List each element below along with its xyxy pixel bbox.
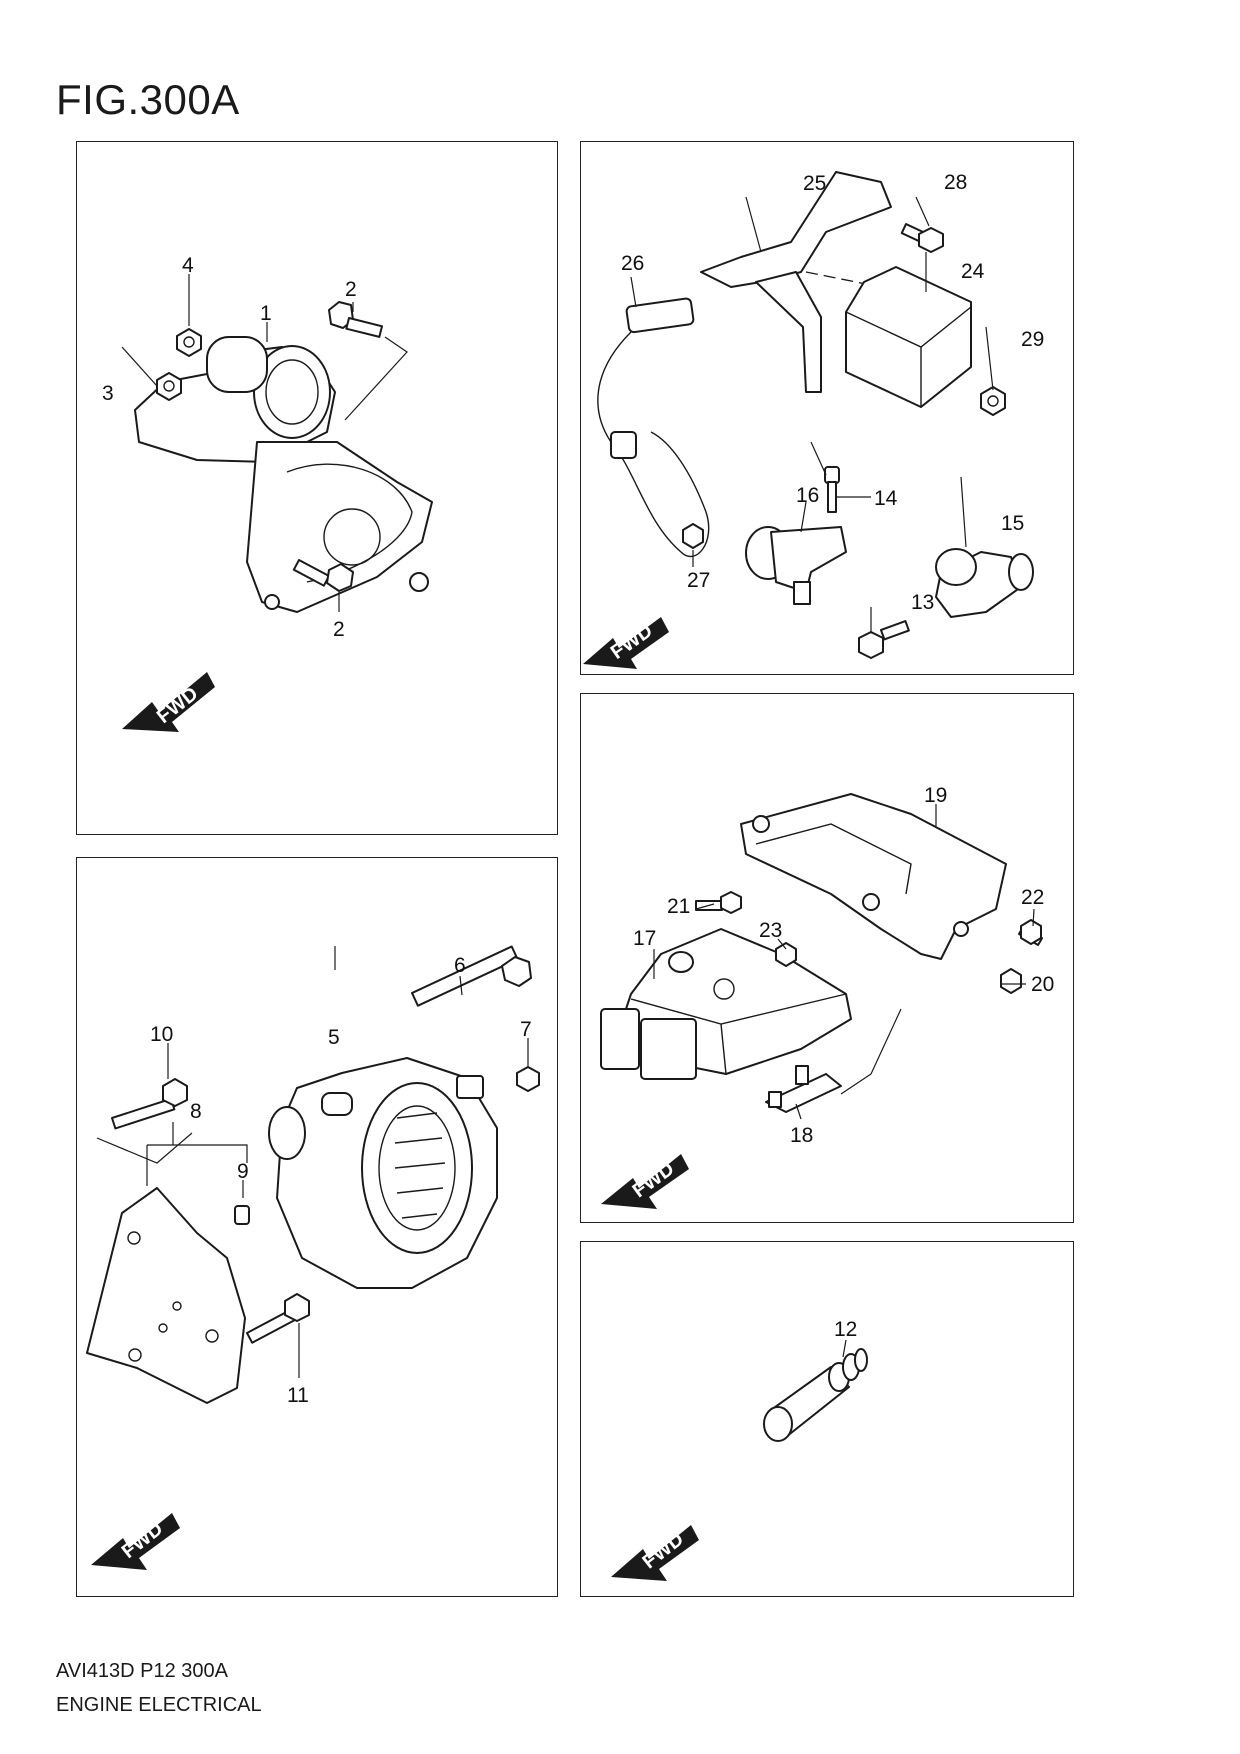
nut-27[interactable] bbox=[682, 523, 704, 549]
callout-23: 23 bbox=[759, 919, 782, 942]
ecm-bracket-18[interactable] bbox=[765, 1065, 842, 1113]
footer-code: AVI413D P12 300A bbox=[56, 1660, 228, 1682]
sensors-drawing: 25 28 26 24 29 16 14 15 27 13 FWD bbox=[583, 171, 1044, 669]
nut-23[interactable] bbox=[775, 942, 797, 967]
bracket-8[interactable] bbox=[86, 1187, 246, 1404]
bolt-28[interactable] bbox=[900, 223, 944, 253]
callout-16: 16 bbox=[796, 484, 819, 507]
callout-19: 19 bbox=[924, 784, 947, 807]
callout-29: 29 bbox=[1021, 328, 1044, 351]
bolt-11[interactable] bbox=[245, 1293, 310, 1344]
dowel-pin-9[interactable] bbox=[234, 1205, 250, 1225]
footer-caption: ENGINE ELECTRICAL bbox=[56, 1694, 262, 1716]
switch-12[interactable] bbox=[763, 1348, 868, 1442]
callout-24: 24 bbox=[961, 260, 985, 283]
nut-20[interactable] bbox=[1000, 968, 1022, 994]
harness-26[interactable] bbox=[597, 297, 710, 558]
callout-14: 14 bbox=[874, 487, 898, 510]
alternator-drawing: 6 5 7 10 8 9 11 FWD bbox=[86, 945, 540, 1570]
alternator-5[interactable] bbox=[268, 1057, 498, 1289]
callout-11: 11 bbox=[287, 1384, 309, 1407]
callout-5: 5 bbox=[328, 1026, 340, 1049]
callout-9: 9 bbox=[237, 1160, 249, 1183]
bracket-25[interactable] bbox=[700, 171, 892, 393]
relay-box-24[interactable] bbox=[845, 266, 972, 408]
callout-2-lower: 2 bbox=[333, 618, 345, 641]
callout-4: 4 bbox=[182, 254, 194, 277]
bolt-14[interactable] bbox=[824, 466, 840, 513]
fwd-arrow: FWD bbox=[601, 1154, 689, 1209]
bolt-21[interactable] bbox=[695, 891, 742, 914]
bolt-2-upper[interactable] bbox=[328, 301, 383, 338]
callout-21: 21 bbox=[667, 895, 690, 918]
callout-2-upper: 2 bbox=[345, 278, 357, 301]
callout-27: 27 bbox=[687, 569, 710, 592]
callout-20: 20 bbox=[1031, 973, 1054, 996]
callout-7: 7 bbox=[520, 1018, 532, 1041]
bolt-10[interactable] bbox=[110, 1078, 188, 1130]
sensor-16[interactable] bbox=[745, 526, 847, 605]
nut-3[interactable] bbox=[156, 372, 182, 401]
switch-drawing: 12 FWD bbox=[611, 1318, 868, 1581]
callout-12: 12 bbox=[834, 1318, 857, 1341]
fwd-arrow: FWD bbox=[122, 672, 215, 732]
callout-13: 13 bbox=[911, 591, 934, 614]
callout-25: 25 bbox=[803, 172, 826, 195]
callout-28: 28 bbox=[944, 171, 967, 194]
nut-4[interactable] bbox=[176, 328, 202, 357]
callout-18: 18 bbox=[790, 1124, 813, 1147]
fwd-arrow: FWD bbox=[583, 617, 669, 669]
figure-title: FIG.300A bbox=[56, 76, 240, 123]
callout-1: 1 bbox=[260, 302, 272, 325]
bolt-22[interactable] bbox=[1018, 919, 1044, 947]
callout-22: 22 bbox=[1021, 886, 1044, 909]
nut-7[interactable] bbox=[516, 1066, 540, 1092]
bolt-13[interactable] bbox=[858, 620, 910, 659]
fwd-arrow: FWD bbox=[611, 1525, 699, 1581]
bolt-2-lower[interactable] bbox=[292, 558, 354, 592]
callout-26: 26 bbox=[621, 252, 644, 275]
ecm-drawing: 19 21 22 23 17 20 18 FWD bbox=[600, 784, 1054, 1209]
panel-sensors: 25 28 26 24 29 16 14 15 27 13 FWD bbox=[580, 141, 1074, 675]
callout-15: 15 bbox=[1001, 512, 1024, 535]
ecm-17[interactable] bbox=[600, 928, 852, 1080]
sensor-15[interactable] bbox=[935, 548, 1034, 618]
fwd-arrow: FWD bbox=[91, 1513, 180, 1570]
nut-29[interactable] bbox=[980, 386, 1006, 416]
ecm-bracket-19[interactable] bbox=[740, 793, 1007, 960]
callout-17: 17 bbox=[633, 927, 656, 950]
callout-10: 10 bbox=[150, 1023, 173, 1046]
starter-motor-drawing: 4 1 2 3 2 FWD bbox=[102, 254, 433, 732]
panel-starter-motor: 4 1 2 3 2 FWD bbox=[76, 141, 558, 835]
callout-8: 8 bbox=[190, 1100, 202, 1123]
callout-6: 6 bbox=[454, 954, 466, 977]
panel-switch: 12 FWD bbox=[580, 1241, 1074, 1597]
callout-3: 3 bbox=[102, 382, 114, 405]
bolt-6[interactable] bbox=[410, 945, 532, 1007]
panel-ecm: 19 21 22 23 17 20 18 FWD bbox=[580, 693, 1074, 1223]
panel-alternator: 6 5 7 10 8 9 11 FWD bbox=[76, 857, 558, 1597]
